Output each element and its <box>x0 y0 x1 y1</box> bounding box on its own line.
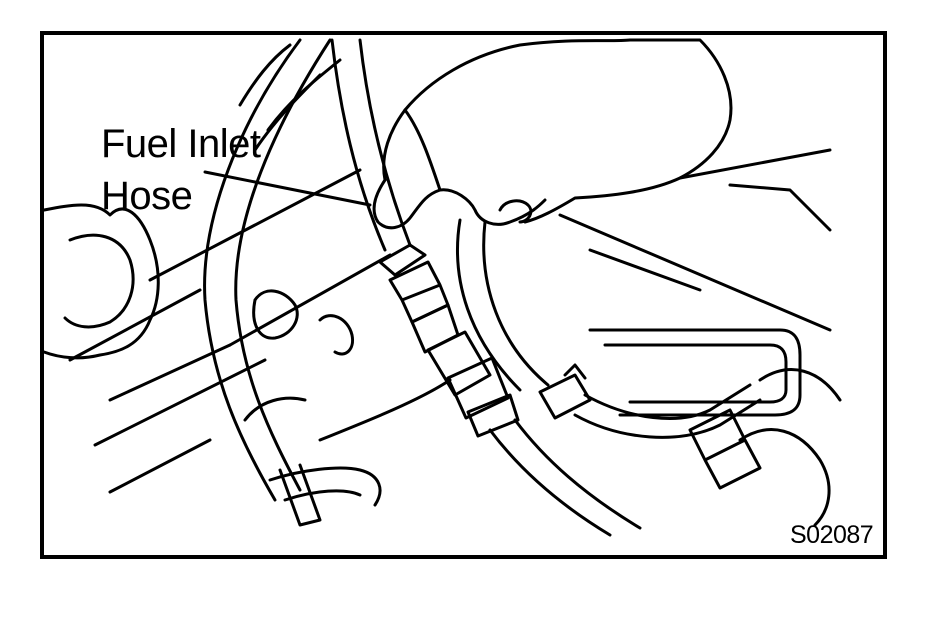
lower-long-line <box>318 378 452 442</box>
center-hose-right <box>482 220 550 387</box>
callout-leader-line <box>203 170 372 207</box>
left-round-inner <box>63 233 135 329</box>
intake-drop <box>318 314 355 356</box>
long-curved-hose-inner <box>234 38 332 492</box>
fuel-inlet-hose-label: Fuel Inlet Hose <box>101 118 261 222</box>
fuel-inlet-hose-left <box>330 38 387 252</box>
left-round-component <box>42 203 160 360</box>
fuel-union-nut <box>446 356 510 420</box>
right-rect-pipe-inner <box>603 343 788 404</box>
upper-bg-line-3 <box>266 58 342 132</box>
hand-finger-1 <box>372 178 442 230</box>
upper-bg-line-1 <box>238 43 292 107</box>
right-lower-curve <box>738 428 831 527</box>
fuel-union-base <box>466 393 520 438</box>
fuel-union-body <box>426 330 492 397</box>
hose-clamp <box>538 363 592 420</box>
lower-left-line-3 <box>93 358 267 447</box>
right-bg-line-2 <box>558 213 832 332</box>
right-bg-line-1 <box>678 148 832 180</box>
right-bg-line-3 <box>588 248 702 292</box>
lower-bracket <box>278 463 322 527</box>
fuel-pipe-down-left <box>488 428 612 537</box>
figure-code: S02087 <box>790 521 874 549</box>
right-lower-line <box>758 368 842 402</box>
right-bg-line-4 <box>728 183 832 232</box>
hand-finger-2 <box>438 188 547 226</box>
right-pipe-2 <box>583 383 752 420</box>
lower-left-line-1 <box>68 288 202 362</box>
hand-knuckle <box>498 199 533 224</box>
lower-pipe-1 <box>268 466 382 507</box>
callout-line-2: Hose <box>101 174 193 218</box>
fuel-inlet-hose-right <box>358 38 412 247</box>
fuel-pipe-down-right <box>513 418 642 530</box>
right-pipe-1 <box>573 398 762 439</box>
long-curved-hose-outer <box>203 38 302 502</box>
right-connector <box>688 408 762 490</box>
callout-line-1: Fuel Inlet <box>101 122 261 166</box>
lower-left-line-4 <box>108 438 212 494</box>
right-rect-pipe <box>588 328 802 417</box>
hand-outline <box>382 38 733 224</box>
lower-pipe-2 <box>283 489 362 502</box>
hand-thumb <box>403 108 442 192</box>
intake-bump <box>252 289 299 340</box>
intake-pipe-upper <box>148 168 362 282</box>
lower-bg-arc <box>243 396 307 422</box>
center-hose-left <box>456 218 522 392</box>
lower-left-line-2 <box>108 343 232 402</box>
